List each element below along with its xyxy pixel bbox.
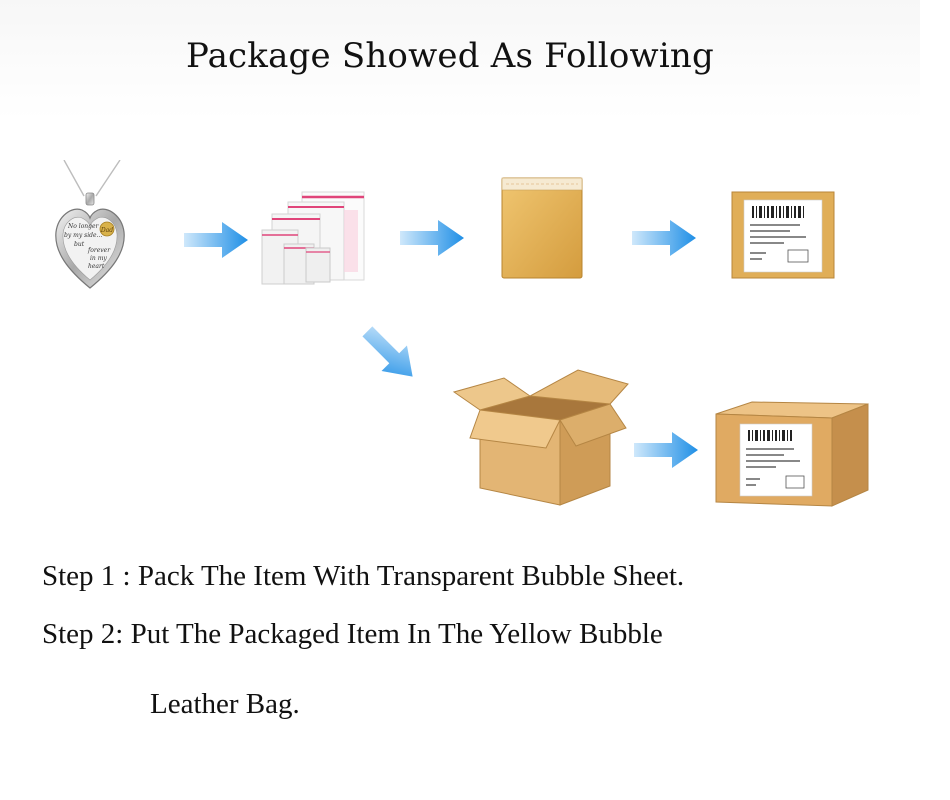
step-2-text: Step 2: Put The Packaged Item In The Yel…: [42, 618, 663, 650]
arrow-down-right-icon: [362, 326, 413, 377]
header-band: [0, 0, 920, 120]
sealed-carton-box-image: [715, 401, 869, 507]
page-title: Package Showed As Following: [186, 36, 714, 76]
pendant-text-5: in my: [90, 255, 107, 262]
pendant-text-3: but: [74, 241, 85, 248]
heart-pendant-necklace: Dad No longer by my side... but forever …: [55, 160, 125, 289]
pendant-text-4: forever: [87, 247, 111, 254]
labeled-mailer-image: [731, 191, 835, 279]
arrow-right-icon: [632, 220, 696, 256]
step-2-text-continued: Leather Bag.: [150, 688, 300, 720]
arrow-right-icon: [184, 222, 248, 258]
yellow-bubble-mailer-image: [501, 177, 583, 279]
open-carton-box-image: [452, 369, 629, 506]
pendant-badge-text: Dad: [100, 227, 113, 234]
pendant-text-1: No longer: [67, 223, 100, 230]
zip-bags-image: [261, 191, 365, 285]
pendant-text-2: by my side...: [64, 232, 102, 239]
step-1-text: Step 1 : Pack The Item With Transparent …: [42, 560, 685, 592]
pendant-text-6: heart: [88, 263, 105, 270]
arrow-right-icon: [400, 220, 464, 256]
arrow-right-icon: [634, 432, 698, 468]
